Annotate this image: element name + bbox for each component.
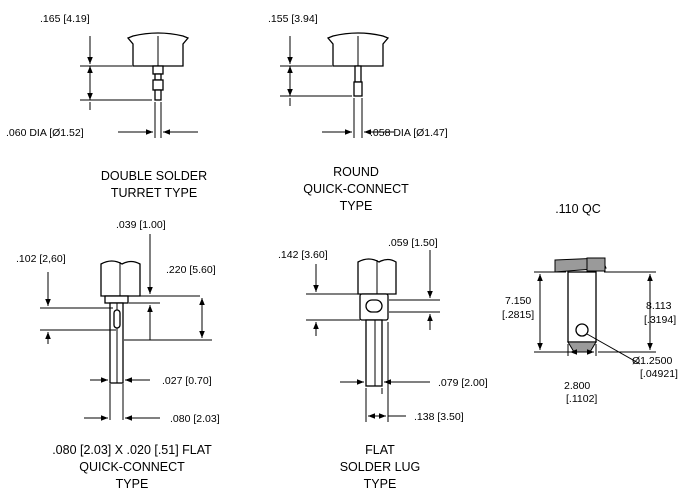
dim-rq-dia: .058 DIA [Ø1.47] <box>370 127 448 139</box>
caption-solder-lug-3: TYPE <box>364 477 397 491</box>
dim-qc-h1b: [.2815] <box>502 309 534 321</box>
dim-sl-top: .059 [1.50] <box>388 237 438 249</box>
dim-sl-overall: .138 [3.50] <box>414 411 464 423</box>
dim-dt-height: .165 [4.19] <box>40 13 90 25</box>
caption-flat-qc-3: TYPE <box>116 477 149 491</box>
caption-round-qc-3: TYPE <box>340 199 373 213</box>
dim-fq-top: .039 [1.00] <box>116 219 166 231</box>
dim-dt-dia: .060 DIA [Ø1.52] <box>6 127 84 139</box>
caption-flat-qc-2: QUICK-CONNECT <box>79 460 185 474</box>
round-qc-pin <box>353 81 363 97</box>
qc110-hole <box>575 323 589 337</box>
caption-solder-lug-1: FLAT <box>365 443 395 457</box>
double-turret-post <box>154 89 162 101</box>
dim-sl-width: .079 [2.00] <box>438 377 488 389</box>
dim-qc-h2b: [.3194] <box>644 314 676 326</box>
solder-lug-blade <box>365 319 383 387</box>
dim-qc-h2a: 8.113 <box>646 300 672 312</box>
caption-round-qc-2: QUICK-CONNECT <box>303 182 409 196</box>
dim-qc-hole-a: Ø1.2500 <box>632 355 672 367</box>
dim-fq-height: .220 [5.60] <box>166 264 216 276</box>
dim-qc-h1a: 7.150 <box>505 295 531 307</box>
dim-rq-height: .155 [3.94] <box>268 13 318 25</box>
dim-qc-hole-b: [.04921] <box>640 368 678 380</box>
dim-fq-width: .102 [2,60] <box>16 253 66 265</box>
double-turret-terminal: .165 [4.19] .060 DIA [Ø1.52] <box>6 13 198 139</box>
caption-qc110: .110 QC <box>555 202 601 216</box>
dim-qc-width-b: [.1102] <box>566 393 597 405</box>
dim-sl-height: .142 [3.60] <box>278 249 328 261</box>
solder-lug-terminal: .142 [3.60] .059 [1.50] .079 [2.00] .138… <box>278 237 488 423</box>
caption-round-qc-1: ROUND <box>333 165 379 179</box>
round-qc-terminal: .155 [3.94] .058 DIA [Ø1.47] <box>268 13 448 139</box>
dim-qc-width-a: 2.800 <box>564 380 590 392</box>
flat-qc-slot <box>113 309 121 329</box>
flat-qc-terminal: .102 [2,60] .039 [1.00] .220 [5.60] .027… <box>16 219 220 425</box>
solder-lug-hole <box>365 299 383 313</box>
caption-double-turret-1: DOUBLE SOLDER <box>101 169 207 183</box>
qc110-terminal: 7.150 [.2815] 8.113 [.3194] Ø1.2500 [.04… <box>502 257 678 405</box>
caption-double-turret-2: TURRET TYPE <box>111 186 197 200</box>
caption-flat-qc-1: .080 [2.03] X .020 [.51] FLAT <box>52 443 212 457</box>
dim-fq-thick: .027 [0.70] <box>162 375 212 387</box>
dim-fq-blade: .080 [2.03] <box>170 413 220 425</box>
caption-solder-lug-2: SOLDER LUG <box>340 460 421 474</box>
